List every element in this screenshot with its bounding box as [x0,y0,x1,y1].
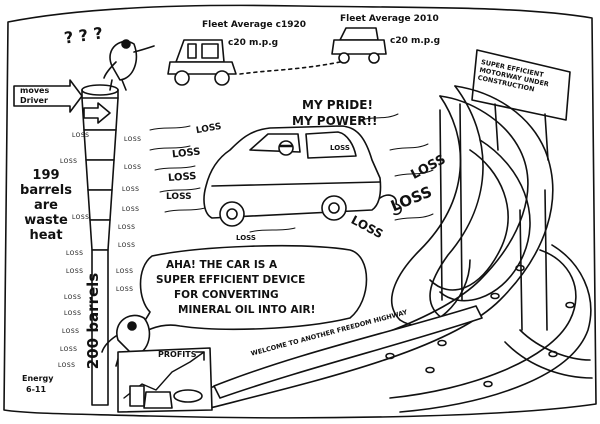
loss-small: LOSS [62,328,80,335]
loss-small: LOSS [72,132,90,139]
speech-line-3: FOR CONVERTING [174,289,279,301]
fleet-1920-label: Fleet Average c1920 [202,20,307,30]
main-car-graphic [203,125,402,227]
loss-small: LOSS [122,186,140,193]
driver-quote-line-1: MY PRIDE! [302,98,373,112]
motorway-graphic [195,85,593,413]
loss-small: LOSS [66,268,84,275]
highway-banner-graphic [213,305,483,399]
moves-driver-arrow [13,79,83,113]
profits-label: PROFITS [158,350,197,359]
loss-small: LOSS [58,362,76,369]
car-1920-graphic [167,39,237,86]
sign-graphic [471,49,571,161]
loss-big: LOSS [330,144,350,152]
waste-heat-line: barrels [20,183,72,198]
barrels-total-label: 200 barrels [84,272,102,370]
energy-credit-line-1: Energy [22,374,54,383]
moves-driver-line-2: Driver [20,96,48,105]
speech-line-4: MINERAL OIL INTO AIR! [178,304,316,316]
loss-small: LOSS [72,214,90,221]
waste-heat-line: heat [29,228,63,243]
waste-heat-line: waste [24,213,68,228]
fleet-1920-mpg: c20 m.p.g [228,38,279,48]
speech-bubble: AHA! THE CAR IS A SUPER EFFICIENT DEVICE… [156,258,356,318]
car-2010-graphic [331,27,387,64]
loss-small: LOSS [122,206,140,213]
frame [3,4,597,419]
speech-line-2: SUPER EFFICIENT DEVICE [156,274,306,286]
loss-big: LOSS [236,234,256,242]
loss-small: LOSS [118,224,136,231]
dotted-path [239,61,341,75]
driver-quote-line-2: MY POWER!! [292,114,378,128]
loss-small: LOSS [124,164,142,171]
oil-creature-top [103,39,155,91]
loss-small: LOSS [66,250,84,257]
loss-small: LOSS [116,268,134,275]
loss-small: LOSS [60,346,78,353]
speech-bubble-graphic [129,244,368,343]
fleet-2010-label: Fleet Average 2010 [340,14,439,24]
loss-small: LOSS [64,294,82,301]
waste-heat-line: 199 [32,168,60,183]
fleet-2010-mpg: c20 m.p.g [390,36,441,46]
loss-small: LOSS [64,310,82,317]
loss-small: LOSS [118,242,136,249]
profits-panel-graphic [117,347,213,413]
waste-heat-label: 199 barrels are waste heat [16,168,76,243]
loss-small: LOSS [124,136,142,143]
barrel-stack-graphic [81,84,119,406]
loss-small: LOSS [116,286,134,293]
energy-credit-line-2: 6-11 [26,385,47,394]
loss-small: LOSS [60,158,78,165]
motion-lines [149,113,434,233]
waste-heat-line: are [33,198,58,213]
moves-driver-line-1: moves [20,86,50,95]
loss-big: LOSS [166,192,192,202]
speech-line-1: AHA! THE CAR IS A [166,259,278,271]
loss-big: LOSS [167,171,197,184]
